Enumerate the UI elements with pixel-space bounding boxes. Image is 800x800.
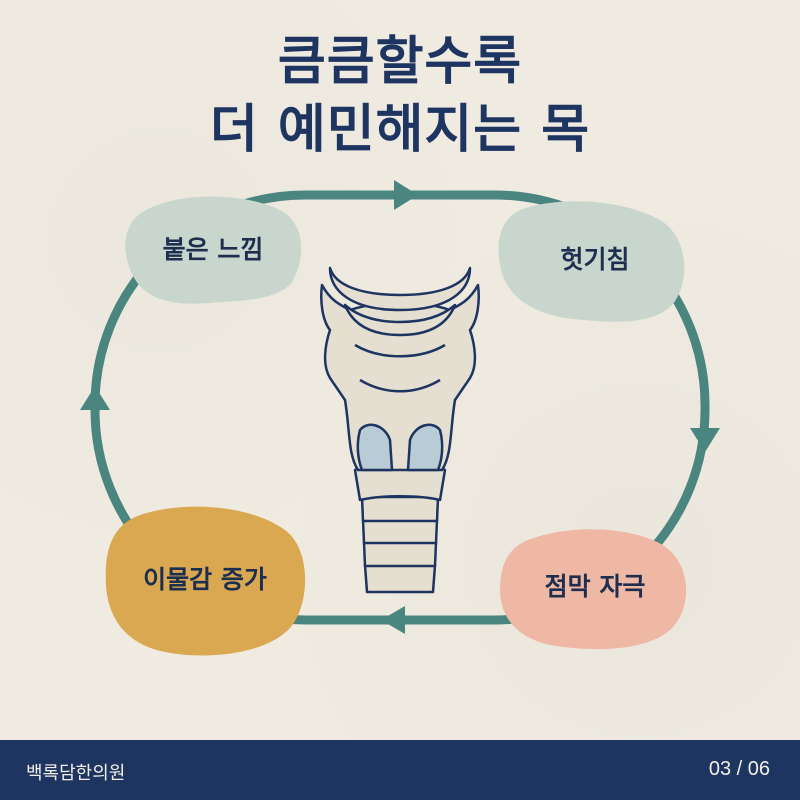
node-label-foreign-body: 이물감 증가 <box>143 565 267 594</box>
node-blob-throat-clearing <box>498 201 685 322</box>
node-blob-stuck-feeling <box>125 196 302 304</box>
larynx-icon <box>320 266 480 594</box>
arrow-down-icon <box>690 428 720 452</box>
arrow-up-icon <box>80 386 110 410</box>
title-line-2: 더 예민해지는 목 <box>209 100 591 160</box>
arrow-left-icon <box>381 606 405 634</box>
node-blob-foreign-body <box>105 506 306 656</box>
arrow-right-icon <box>394 180 418 210</box>
node-label-mucosa-irritation: 점막 자극 <box>544 572 646 601</box>
footer-bar: 백록담한의원 03 / 06 <box>0 740 800 800</box>
page-indicator: 03 / 06 <box>708 758 770 780</box>
page-title: 큼큼할수록 더 예민해지는 목 <box>0 28 800 164</box>
node-blob-mucosa-irritation <box>500 529 687 650</box>
node-label-throat-clearing: 헛기침 <box>560 245 630 274</box>
node-label-stuck-feeling: 붙은 느낌 <box>162 235 264 264</box>
footer-brand: 백록담한의원 <box>26 763 126 784</box>
title-line-1: 큼큼할수록 <box>277 32 523 92</box>
